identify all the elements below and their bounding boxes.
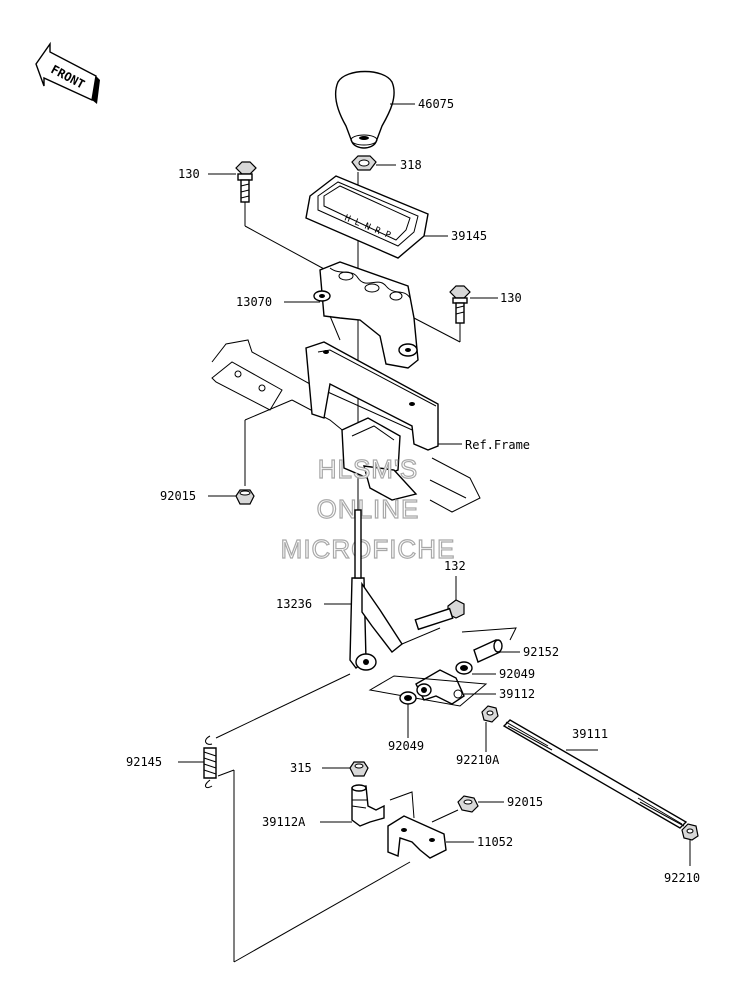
shift-arm-39112: [368, 669, 488, 707]
shift-rod-39111: [502, 719, 688, 829]
shift-knob-46075: [334, 70, 395, 149]
watermark-line-1: HLSM'S: [318, 454, 419, 484]
label-132: 132: [444, 559, 466, 573]
bracket-11052: [387, 791, 459, 859]
label-39112a: 39112A: [262, 815, 306, 829]
label-ref-frame: Ref.Frame: [465, 438, 530, 452]
watermark-line-2: ONLINE: [317, 494, 420, 524]
label-315: 315: [290, 761, 312, 775]
watermark-line-3: MICROFICHE: [281, 534, 456, 564]
label-130-left: 130: [178, 167, 200, 181]
label-92015-top: 92015: [160, 489, 196, 503]
label-92152: 92152: [523, 645, 559, 659]
label-13236: 13236: [276, 597, 312, 611]
label-13070: 13070: [236, 295, 272, 309]
nut-318: [351, 155, 377, 171]
label-39112: 39112: [499, 687, 535, 701]
label-92015-bottom: 92015: [507, 795, 543, 809]
nut-92210: [681, 823, 699, 841]
bolt-130-left: [235, 161, 257, 203]
shift-lever-13236: [349, 509, 403, 671]
label-39145: 39145: [451, 229, 487, 243]
label-92210a: 92210A: [456, 753, 500, 767]
nut-92015-top: [235, 489, 255, 505]
front-arrow-icon: FRONT: [35, 41, 100, 104]
bolt-132: [414, 599, 465, 631]
label-92049-left: 92049: [388, 739, 424, 753]
label-92049-right: 92049: [499, 667, 535, 681]
label-39111: 39111: [572, 727, 608, 741]
label-130-right: 130: [500, 291, 522, 305]
spring-92145: [203, 735, 217, 789]
label-46075: 46075: [418, 97, 454, 111]
shifter-bracket: [305, 341, 439, 501]
label-92210: 92210: [664, 871, 700, 885]
label-92145: 92145: [126, 755, 162, 769]
console-housing-13070: [313, 261, 419, 369]
collar-92152: [461, 627, 517, 663]
shift-gate-plate-39145: H L N R P: [305, 175, 429, 259]
label-318: 318: [400, 158, 422, 172]
label-11052: 11052: [477, 835, 513, 849]
nut-315: [349, 761, 369, 777]
nut-92210a: [481, 705, 499, 723]
watermark: HLSM'S ONLINE MICROFICHE: [280, 453, 456, 564]
washer-92049-right: [455, 661, 473, 675]
washer-92049-left: [399, 691, 417, 705]
nut-92015-bottom: [457, 795, 479, 813]
ball-joint-39112a: [351, 784, 385, 827]
bolt-130-right: [449, 285, 471, 324]
